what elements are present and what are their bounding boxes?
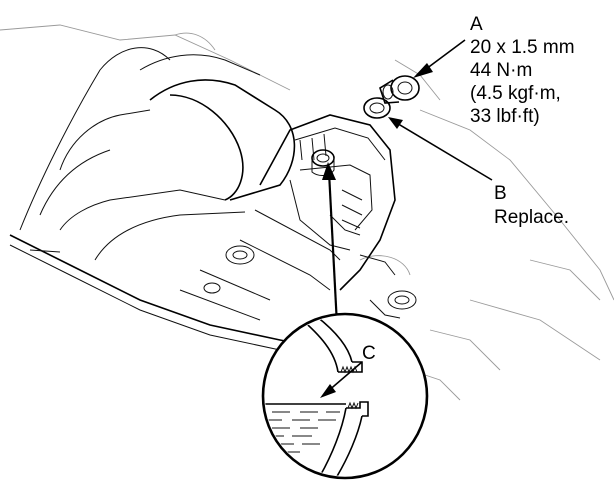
callout-a-spec-line-3: (4.5 kgf·m,: [470, 83, 561, 104]
transmission-case: [179, 114, 417, 321]
callout-a-letter: A: [470, 14, 483, 35]
callout-b-note: Replace.: [494, 207, 569, 228]
detail-circle: [261, 312, 429, 480]
callout-a-spec-line-1: 20 x 1.5 mm: [470, 37, 575, 58]
detail-pointer-line: [322, 162, 339, 326]
drain-plug-a: [379, 75, 420, 104]
cylinder-housing: [19, 47, 296, 261]
leader-line-b: [388, 117, 493, 181]
callout-a-spec-line-2: 44 N·m: [470, 60, 532, 81]
callout-a-spec-line-4: 33 lbf·ft): [470, 106, 540, 127]
leader-line-a: [413, 39, 466, 78]
callout-b-letter: B: [494, 183, 507, 204]
sealing-washer-b: [363, 97, 391, 119]
callout-c-letter: C: [362, 343, 376, 364]
oil-pan-edge: [9, 234, 331, 359]
